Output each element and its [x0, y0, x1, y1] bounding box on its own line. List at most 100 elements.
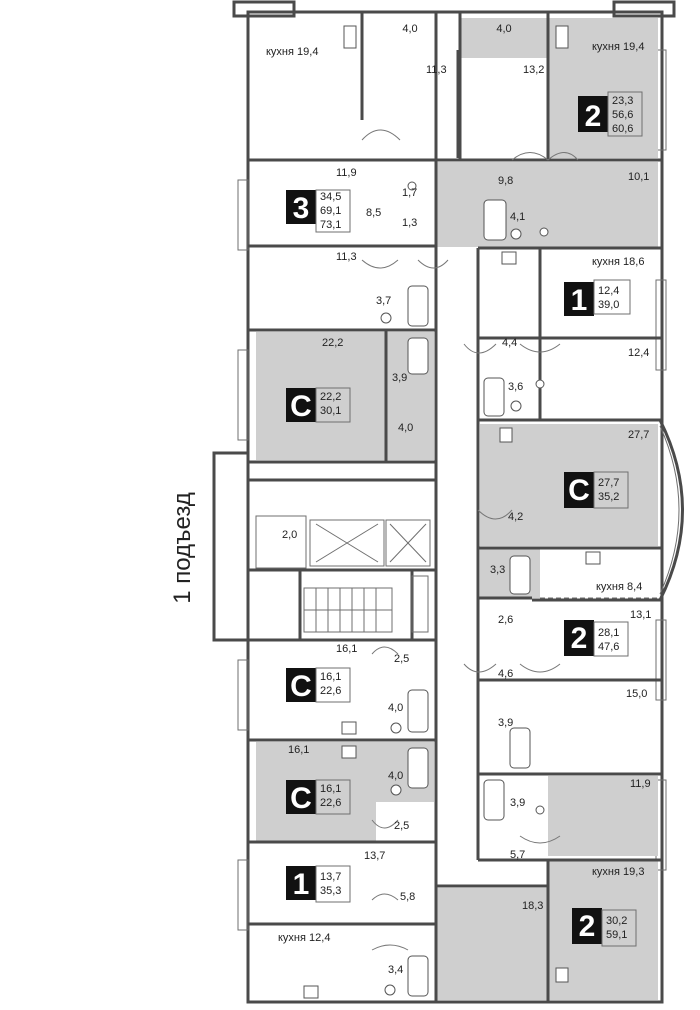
- room-label: кухня 18,6: [592, 256, 644, 268]
- bathtub-icon: [407, 955, 429, 997]
- room-label: 12,4: [628, 347, 649, 359]
- room-label: 3,7: [376, 295, 391, 307]
- room-label: 13,2: [523, 64, 544, 76]
- room-label: 5,8: [400, 891, 415, 903]
- toilet-icon: [390, 784, 402, 796]
- stove-icon: [501, 251, 517, 265]
- toilet-icon: [510, 228, 522, 240]
- stove-icon: [499, 427, 513, 443]
- living-area: 12,4: [598, 285, 619, 297]
- rooms-count: 3: [293, 192, 310, 225]
- rooms-badge: [286, 190, 316, 224]
- bathtub-icon: [483, 199, 507, 241]
- bathtub-icon: [483, 779, 505, 821]
- room-label: кухня 19,4: [592, 41, 644, 53]
- stove-icon: [343, 25, 357, 49]
- apartment-card: 2 23,3 56,6 60,6: [578, 91, 643, 137]
- sink-icon: [407, 181, 417, 191]
- toilet-icon: [384, 984, 396, 996]
- sink-icon: [539, 227, 549, 237]
- sink-icon: [535, 805, 545, 815]
- room-label: 3,6: [508, 381, 523, 393]
- bathtub-icon: [407, 285, 429, 327]
- bathtub-icon: [407, 747, 429, 789]
- apartment-card: С 16,1 22,6: [286, 779, 351, 815]
- room-label: 15,0: [626, 688, 647, 700]
- bathtub-icon: [407, 689, 429, 733]
- rooms-badge: [286, 388, 316, 422]
- bathtub-icon: [483, 377, 505, 417]
- rooms-count: С: [568, 474, 590, 507]
- room-label: 13,7: [364, 850, 385, 862]
- living-area: 13,7: [320, 871, 341, 883]
- rooms-badge: [286, 668, 316, 702]
- room-label: 16,1: [288, 744, 309, 756]
- area-with-balcony: 60,6: [612, 123, 633, 135]
- total-area: 69,1: [320, 205, 341, 217]
- room-label: 4,0: [388, 770, 403, 782]
- sink-icon: [535, 379, 545, 389]
- staircase: [303, 587, 393, 633]
- living-area: 22,2: [320, 391, 341, 403]
- rooms-badge: [286, 866, 316, 900]
- stove-icon: [555, 967, 569, 983]
- room-label: 1,3: [402, 217, 417, 229]
- room-label: 4,6: [498, 668, 513, 680]
- living-area: 23,3: [612, 95, 633, 107]
- room-label: 11,3: [426, 64, 447, 76]
- room-label: 2,5: [394, 820, 409, 832]
- bathtub-icon: [407, 337, 429, 375]
- room-label: 2,5: [394, 653, 409, 665]
- room-label: 11,9: [630, 778, 651, 790]
- core: [255, 515, 431, 633]
- living-area: 27,7: [598, 477, 619, 489]
- entrance-label: 1 подъезд: [169, 492, 196, 604]
- rooms-count: 2: [579, 910, 596, 943]
- room-label: 16,1: [336, 643, 357, 655]
- room-label: 11,9: [336, 167, 357, 179]
- room-label: кухня 19,4: [266, 46, 318, 58]
- stove-icon: [341, 745, 357, 759]
- rooms-badge: [286, 780, 316, 814]
- bathtub-icon: [509, 727, 531, 769]
- rooms-count: С: [290, 782, 312, 815]
- rooms-badge: [578, 96, 608, 132]
- total-area: 22,6: [320, 685, 341, 697]
- room-label: 3,4: [388, 964, 403, 976]
- room-label: 4,0: [398, 422, 413, 434]
- living-area: 16,1: [320, 671, 341, 683]
- toilet-icon: [380, 312, 392, 324]
- room-label: 5,7: [510, 849, 525, 861]
- room-label: 13,1: [630, 609, 651, 621]
- room-label: 3,9: [510, 797, 525, 809]
- rooms-count: 2: [571, 622, 588, 655]
- living-area: 34,5: [320, 191, 341, 203]
- room-label: 3,9: [392, 372, 407, 384]
- room-label: 4,1: [510, 211, 525, 223]
- rooms-count: 1: [293, 868, 310, 901]
- rooms-count: 2: [585, 100, 602, 133]
- room-label: 9,8: [498, 175, 513, 187]
- room-label: 11,3: [336, 251, 357, 263]
- apartment-card: С 27,7 35,2: [564, 471, 629, 509]
- room-label: 8,5: [366, 207, 381, 219]
- rooms-badge: [572, 908, 602, 944]
- room-labels: кухня 19,4 4,0 4,0 кухня 19,4 11,3 13,2 …: [266, 23, 651, 976]
- room-label: 10,1: [628, 171, 649, 183]
- room-label: 4,0: [388, 702, 403, 714]
- apartment-card: 3 34,5 69,1 73,1: [286, 189, 351, 233]
- room-label: 4,0: [496, 23, 511, 35]
- stove-icon: [585, 551, 601, 565]
- room-label: 1,7: [402, 187, 417, 199]
- room-label: 4,4: [502, 337, 517, 349]
- apartment-card: 2 28,1 47,6: [564, 620, 629, 657]
- room-label: 4,0: [402, 23, 417, 35]
- rooms-badge: [564, 282, 594, 316]
- living-area: 30,2: [606, 915, 627, 927]
- room-label: 4,2: [508, 511, 523, 523]
- building-outline: [212, 0, 684, 1004]
- total-area: 56,6: [612, 109, 633, 121]
- total-area: 30,1: [320, 405, 341, 417]
- fixtures: [303, 25, 601, 999]
